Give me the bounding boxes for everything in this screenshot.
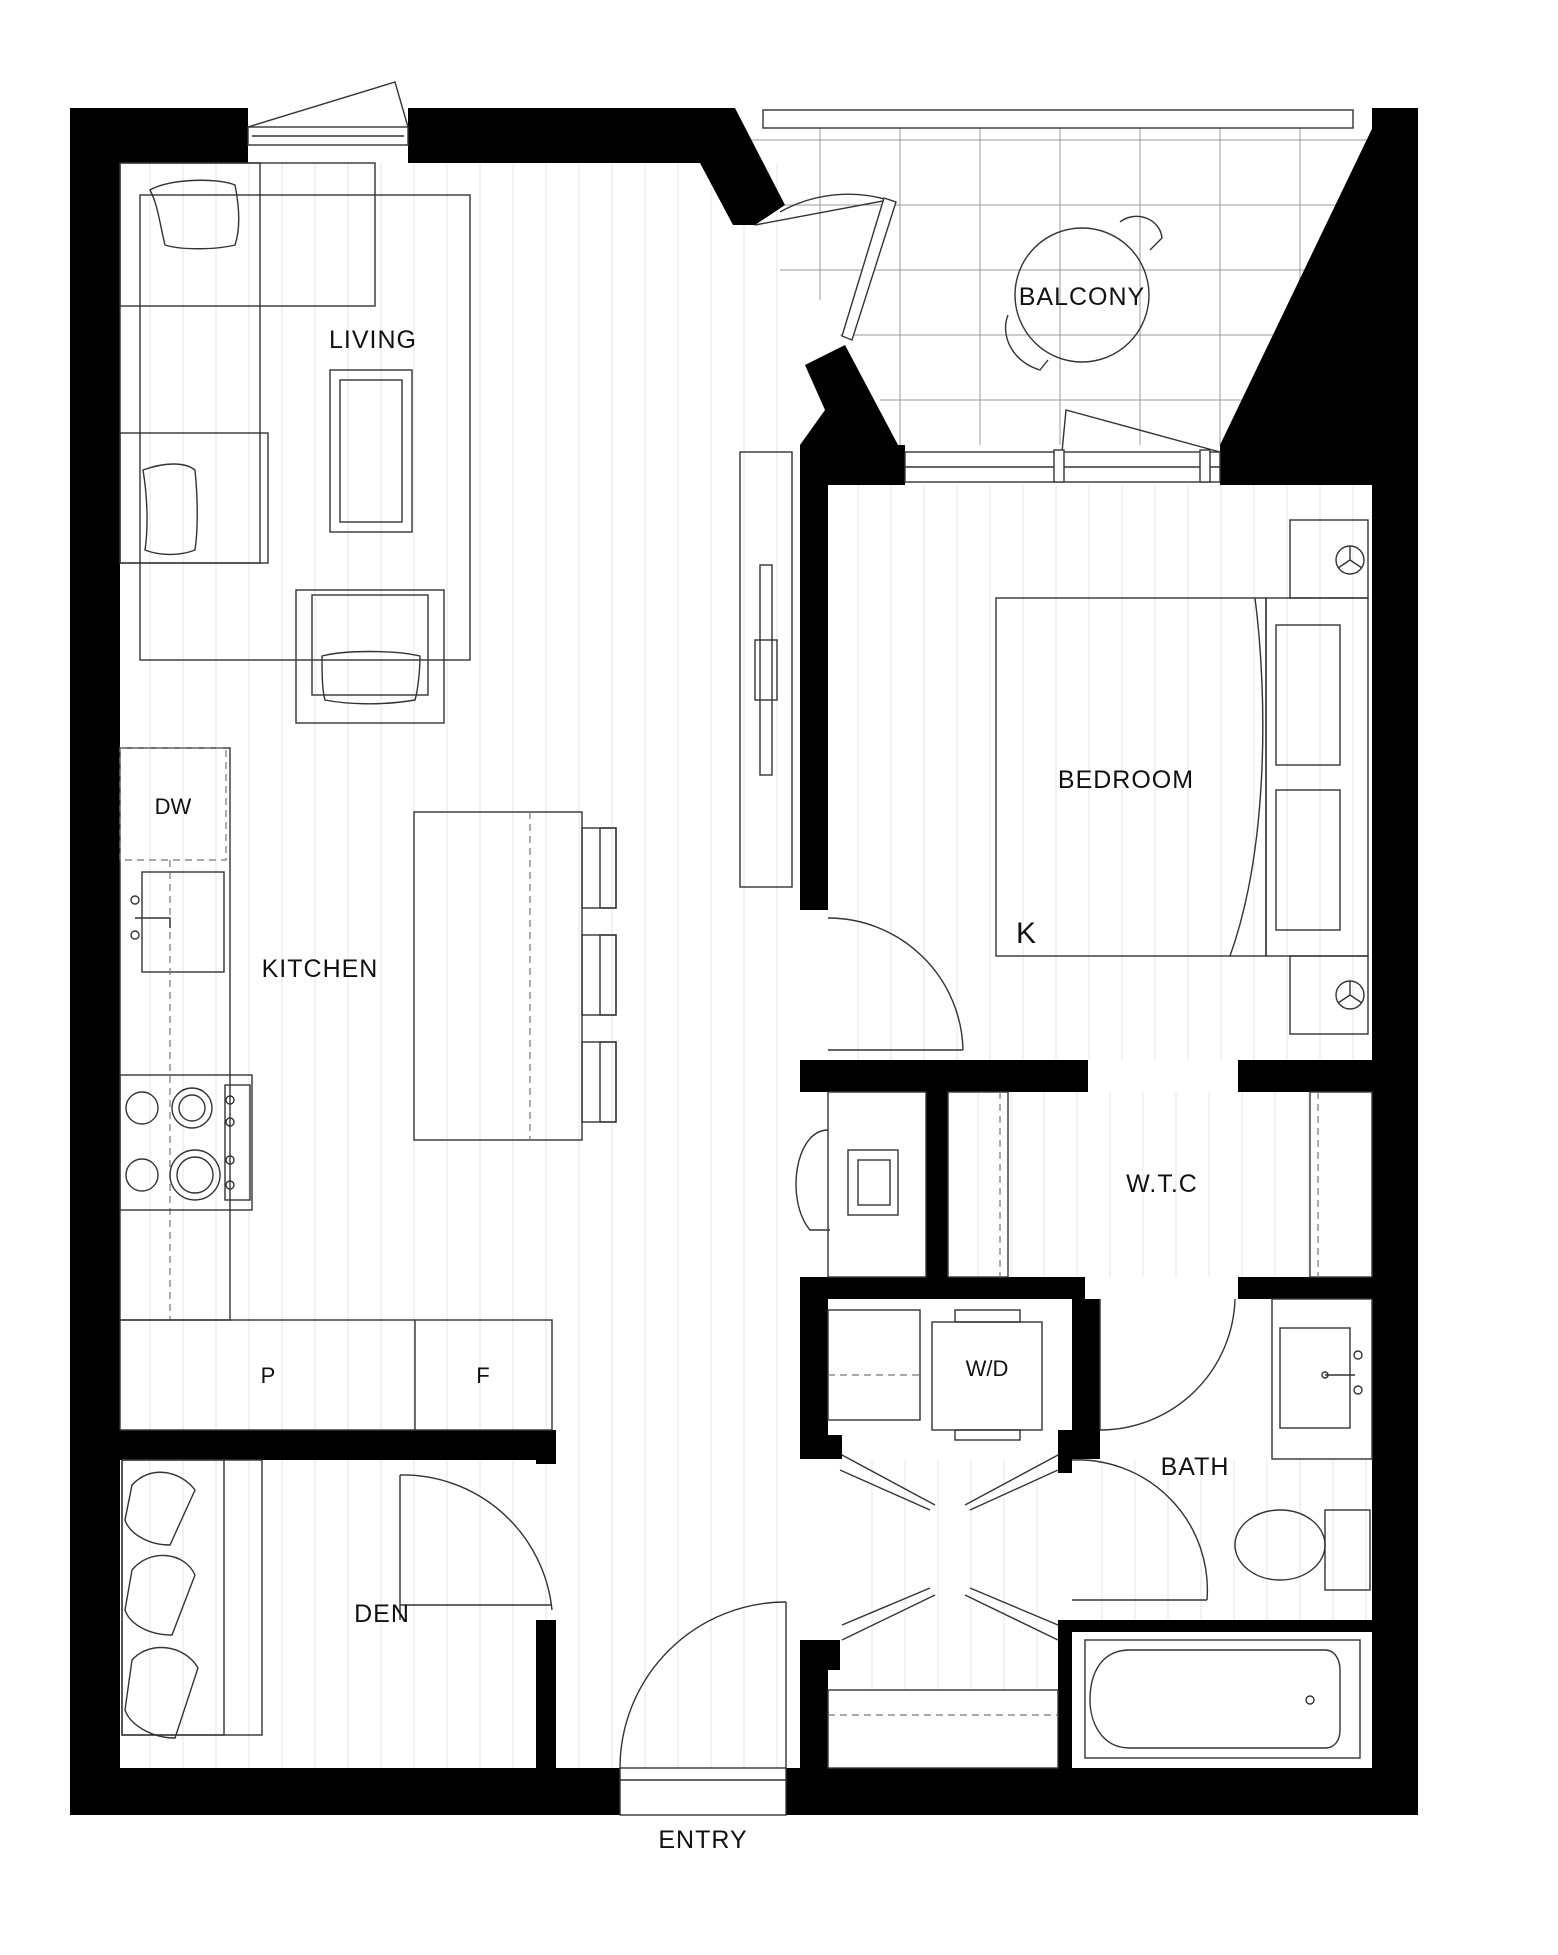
label-pantry: P	[261, 1363, 276, 1388]
entry-door	[619, 1601, 787, 1816]
label-bath: BATH	[1161, 1453, 1230, 1481]
label-balcony: BALCONY	[1019, 283, 1145, 311]
bathroom	[1071, 1298, 1373, 1759]
tv-console	[739, 451, 793, 888]
label-bed-size: K	[1016, 917, 1036, 950]
label-living: LIVING	[329, 326, 417, 354]
bedroom-furniture	[827, 519, 1369, 1051]
windows	[247, 81, 1354, 483]
label-washer-dryer: W/D	[966, 1356, 1009, 1381]
walls	[70, 108, 1418, 1815]
label-entry: ENTRY	[658, 1826, 747, 1854]
label-fridge: F	[476, 1363, 489, 1388]
label-walk-in-closet: W.T.C	[1126, 1170, 1198, 1198]
label-bedroom: BEDROOM	[1058, 766, 1194, 794]
balcony-table	[1004, 215, 1163, 371]
floor-planks	[149, 163, 1367, 1768]
living-furniture	[119, 162, 471, 724]
desk-nook	[795, 1091, 927, 1278]
laundry	[827, 1309, 1059, 1769]
kitchen-counter	[119, 747, 553, 1431]
kitchen-island	[413, 811, 617, 1141]
label-den: DEN	[354, 1600, 410, 1628]
label-kitchen: KITCHEN	[262, 955, 379, 983]
balcony-door	[754, 193, 897, 341]
room-labels: LIVING BALCONY BEDROOM K KITCHEN DW W.T.…	[155, 283, 1230, 1854]
label-dishwasher: DW	[155, 794, 192, 819]
den-furniture	[121, 1459, 553, 1739]
walk-in-closet	[947, 1091, 1373, 1431]
